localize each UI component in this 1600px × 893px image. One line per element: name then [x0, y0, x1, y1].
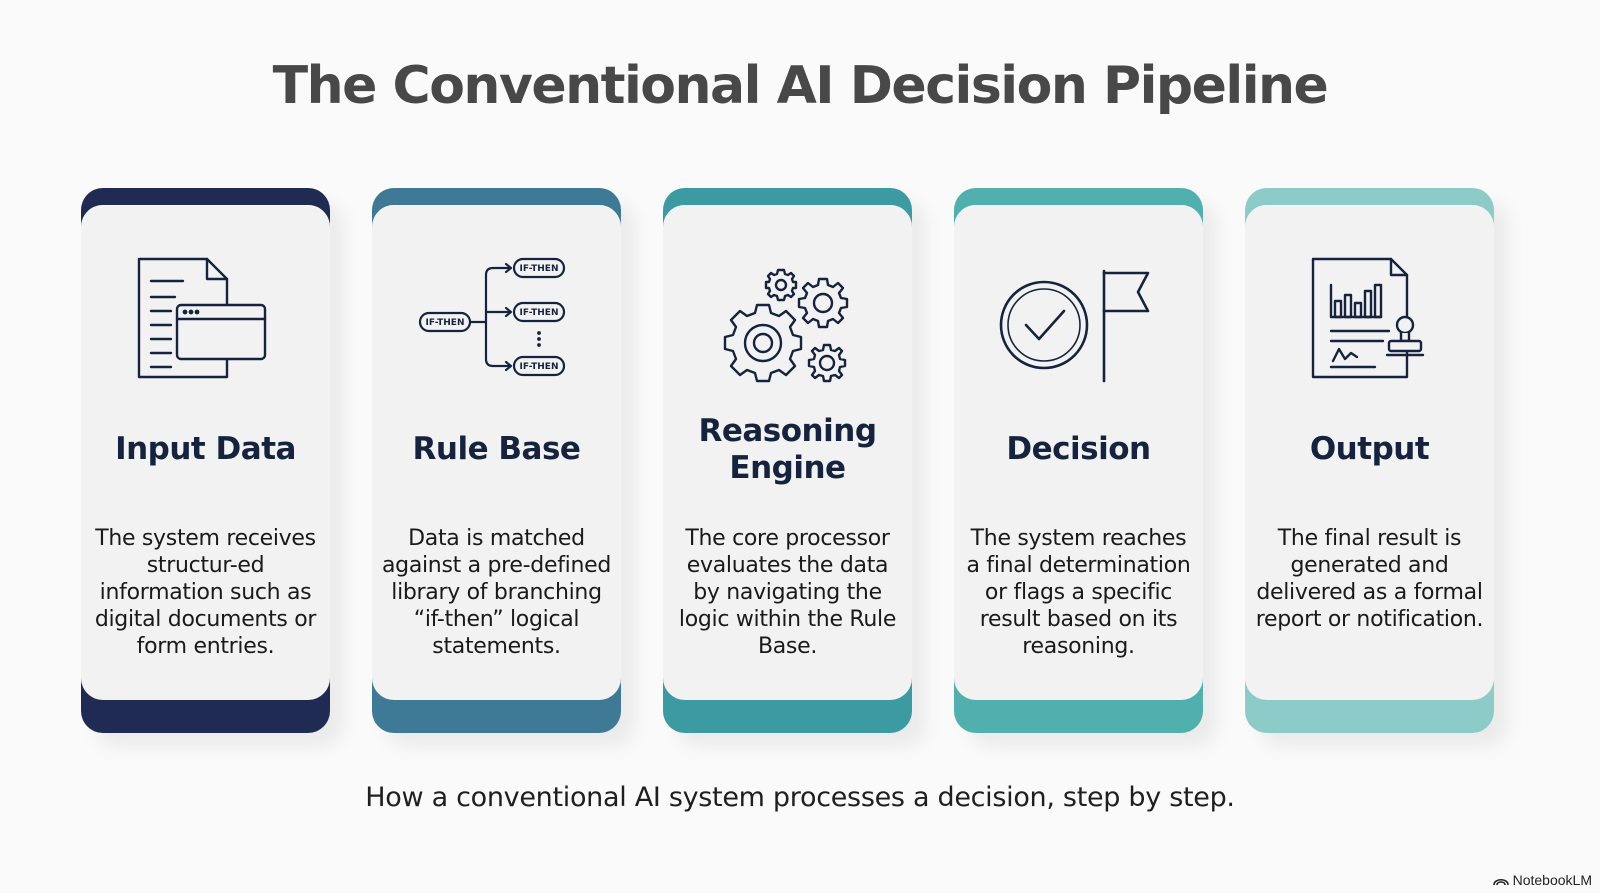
card-decision: Decision The system reaches a final dete…: [954, 188, 1217, 747]
card-description: The system receives structur-ed informat…: [94, 526, 317, 659]
card-description: The core processor evaluates the data by…: [678, 526, 897, 659]
page-title: The Conventional AI Decision Pipeline: [272, 56, 1329, 116]
card-title: Rule Base: [412, 431, 581, 467]
if-then-tree-icon: IF-THEN IF-THEN IF-THEN IF-THEN: [406, 245, 586, 395]
caption: How a conventional AI system processes a…: [365, 782, 1235, 813]
card-output: Output The final result is generated and…: [1245, 188, 1508, 747]
if-then-label: IF-THEN: [426, 318, 465, 328]
report-stamp-icon: [1279, 245, 1459, 395]
if-then-label: IF-THEN: [520, 264, 559, 274]
card-title: Decision: [1006, 431, 1151, 467]
card-description: Data is matched against a pre-defined li…: [381, 526, 612, 659]
gears-icon: [697, 245, 877, 395]
brand-name: NotebookLM: [1512, 872, 1592, 888]
if-then-label: IF-THEN: [520, 308, 559, 318]
brand-logo: NotebookLM: [1492, 872, 1592, 888]
notebooklm-icon: [1492, 878, 1509, 886]
if-then-label: IF-THEN: [520, 362, 559, 372]
card-title: Reasoning Engine: [698, 413, 877, 486]
pipeline-cards: Input Data The system receives structur-…: [81, 188, 1521, 747]
card-description: The final result is generated and delive…: [1255, 526, 1484, 632]
card-reasoning-engine: Reasoning Engine The core processor eval…: [663, 188, 926, 747]
card-title: Output: [1309, 431, 1430, 467]
card-input-data: Input Data The system receives structur-…: [81, 188, 344, 747]
document-window-icon: [115, 245, 295, 395]
card-description: The system reaches a final determination…: [966, 526, 1191, 659]
card-rule-base: IF-THEN IF-THEN IF-THEN IF-THEN Rule Bas…: [372, 188, 635, 747]
card-title: Input Data: [115, 431, 296, 467]
check-flag-icon: [988, 245, 1168, 395]
